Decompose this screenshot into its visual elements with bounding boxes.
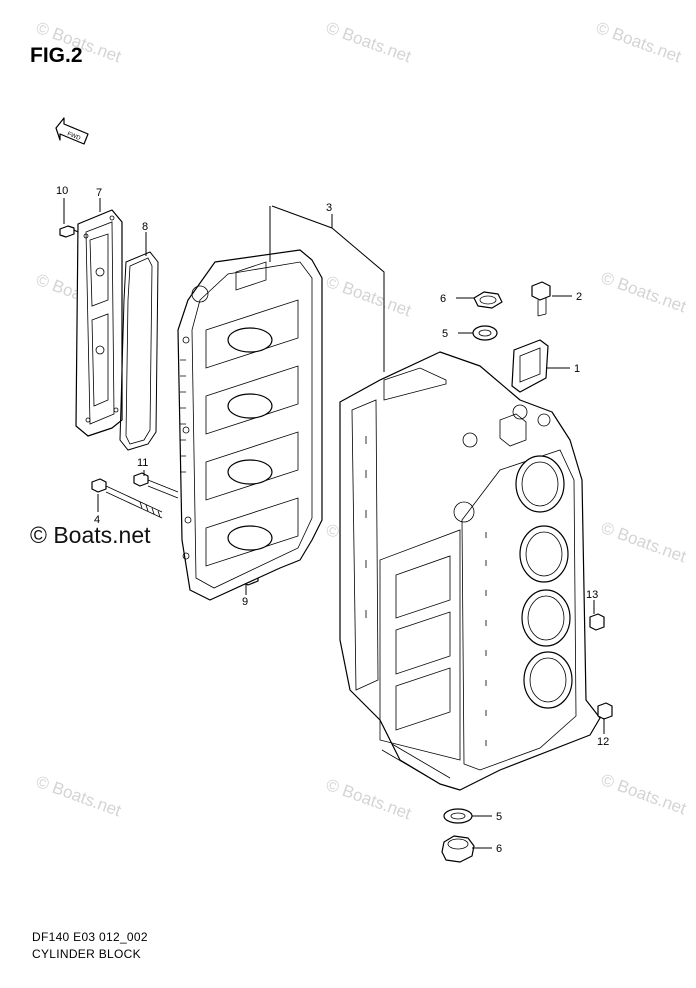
callout-11: 11 [137,457,148,469]
leader-lines [63,198,605,849]
washer-5-bottom-icon [443,808,473,824]
bolt-10-icon [59,225,81,238]
callout-5-bottom: 5 [496,811,502,823]
callout-13: 13 [586,589,598,601]
crankcase-3-icon [177,249,323,601]
stud-13-icon [589,613,605,631]
fitting-12-icon [597,702,613,720]
callout-8: 8 [142,221,148,233]
diagram-title: CYLINDER BLOCK [32,947,141,961]
bolt-2-icon [531,281,551,317]
brand-logo-text: © Boats.net [30,522,151,548]
callout-9: 9 [242,596,248,608]
cylinder-block-3-icon [339,351,601,791]
callout-12: 12 [597,736,609,748]
model-code: DF140 E03 012_002 [32,930,148,944]
callout-5-top: 5 [442,328,448,340]
fwd-arrow-icon: FWD [55,117,89,145]
callout-1: 1 [574,363,580,375]
callout-6-top: 6 [440,293,446,305]
callout-6-bottom: 6 [496,843,502,855]
gasket-8-icon [119,251,159,451]
bolt-11-icon [133,472,179,499]
callout-3: 3 [326,202,332,214]
plug-6-bottom-icon [441,835,475,863]
callout-10: 10 [56,185,68,197]
exhaust-cover-7-icon [75,209,123,437]
washer-5-top-icon [472,325,498,341]
callout-7: 7 [96,187,102,199]
fwd-label: FWD [66,131,82,142]
figure-label: FIG.2 [30,44,83,67]
bolt-4-icon [91,478,163,519]
plug-6-top-icon [473,291,503,309]
callout-4: 4 [94,514,100,526]
bracket-1-icon [511,339,549,393]
callout-2: 2 [576,291,582,303]
